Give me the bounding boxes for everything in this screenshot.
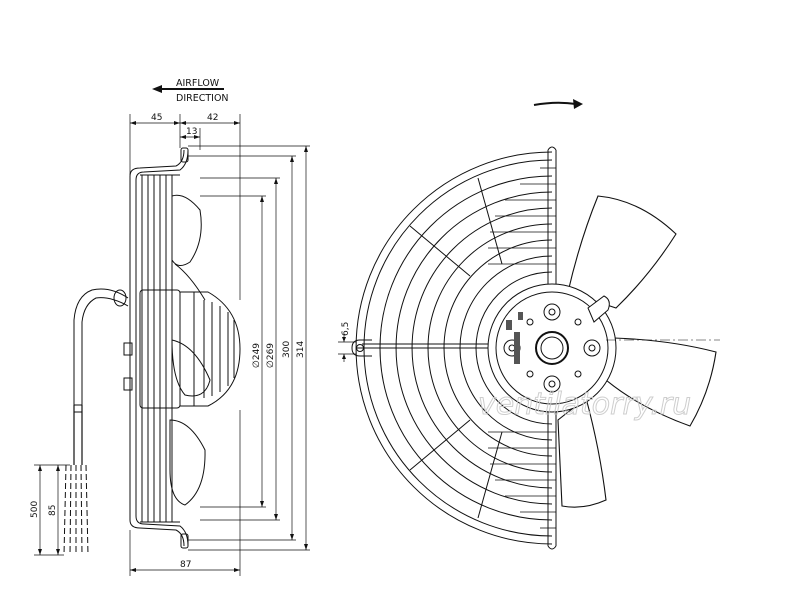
- dim-249: ∅249: [252, 343, 262, 368]
- airflow-arrow: [152, 85, 224, 93]
- rotation-arrow: [533, 99, 583, 109]
- dim-13: 13: [186, 127, 197, 137]
- dim-6-5-lines: [338, 334, 356, 362]
- cable-dimension-lines: [34, 464, 70, 556]
- direction-label: DIRECTION: [176, 93, 229, 104]
- dim-87-lines: [129, 410, 241, 576]
- top-dimension-lines: [129, 114, 241, 300]
- watermark: ventilatorry.ru: [478, 387, 691, 422]
- airflow-label: AIRFLOW: [176, 78, 220, 89]
- fan-blades-side: [169, 194, 211, 506]
- dim-87: 87: [180, 560, 191, 570]
- dim-269: ∅269: [266, 343, 276, 368]
- dim-42: 42: [207, 113, 218, 123]
- dim-500: 500: [30, 501, 40, 518]
- dim-300: 300: [282, 341, 292, 358]
- fan-blades-front: [557, 195, 717, 508]
- dim-45: 45: [151, 113, 162, 123]
- mounting-lug: [351, 339, 372, 357]
- motor-side: [123, 289, 241, 409]
- dim-314: 314: [296, 341, 306, 358]
- front-view: 6,5: [338, 99, 720, 550]
- diameter-dimension-lines: [188, 145, 310, 551]
- fan-hub-front: [487, 283, 617, 413]
- dim-85: 85: [48, 505, 58, 516]
- dim-6-5: 6,5: [341, 322, 351, 336]
- guard-frame-side: [129, 147, 189, 549]
- cable: [63, 288, 129, 556]
- side-view: AIRFLOW DIRECTION 45 42 13: [30, 78, 310, 576]
